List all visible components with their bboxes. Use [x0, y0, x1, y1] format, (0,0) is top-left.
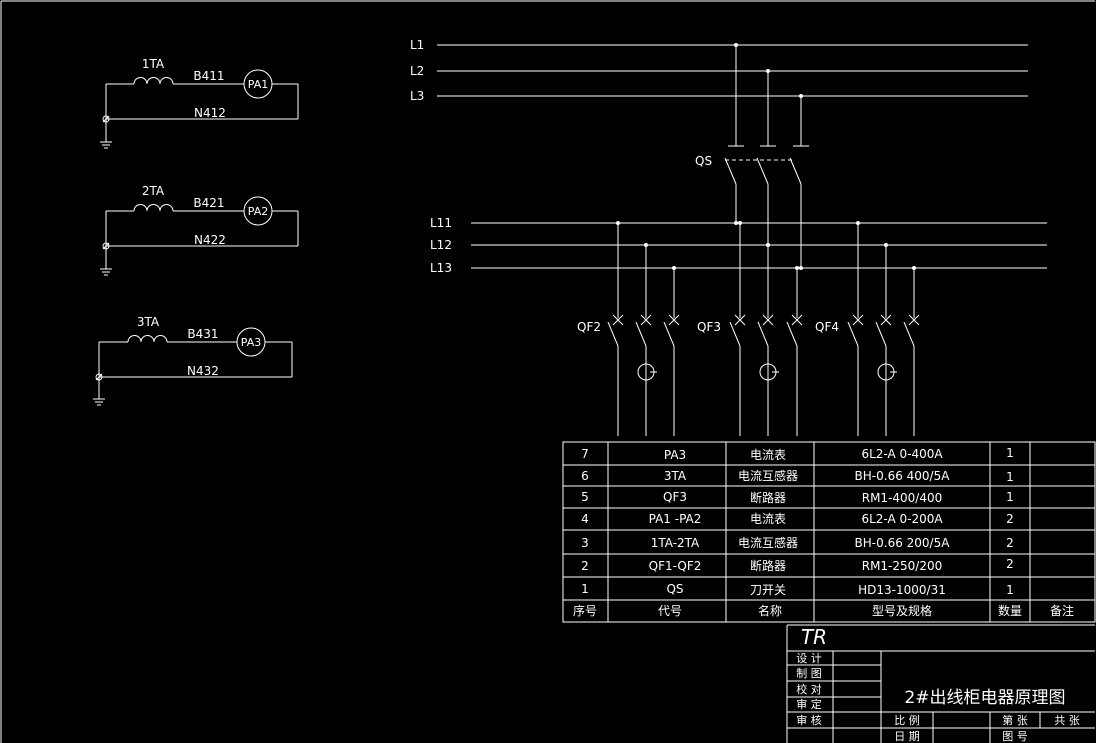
bom-cell: 电流互感器: [738, 535, 798, 550]
bom-cell: HD13-1000/31: [858, 583, 946, 597]
breaker-label-qf3: QF3: [697, 320, 721, 334]
role-label: 审 核: [796, 713, 822, 727]
bom-cell: QS: [666, 582, 683, 596]
sheet-no-label: 第 张: [1002, 713, 1028, 727]
scale-label: 比 例: [894, 713, 920, 727]
bom-header: 备注: [1050, 603, 1074, 618]
ct-circuit-1: 1TA B411 PA1 N412: [100, 57, 299, 149]
bom-cell: RM1-250/200: [862, 559, 943, 573]
ammeter-label-pa3: PA3: [241, 336, 261, 349]
bom-cell: BH-0.66 400/5A: [855, 469, 951, 483]
wire-label-b411: B411: [193, 69, 224, 83]
drawing-no-label: 图 号: [1002, 730, 1028, 743]
knife-switch-qs: QS: [695, 45, 809, 268]
drawing-title: 2#出线柜电器原理图: [904, 688, 1065, 708]
breaker-label-qf2: QF2: [577, 320, 601, 334]
bom-cell: 5: [581, 490, 589, 504]
ct-label-1ta: 1TA: [142, 57, 165, 71]
bom-cell: 4: [581, 512, 589, 526]
bom-cell: 3TA: [664, 469, 687, 483]
role-label: 制 图: [796, 667, 822, 680]
wire-label-n432: N432: [187, 364, 219, 378]
bom-cell: 1: [1006, 583, 1014, 597]
bom-cell: 断路器: [750, 490, 786, 505]
bom-header: 数量: [998, 603, 1022, 618]
ct-circuit-2: 2TA B421 PA2 N422: [100, 184, 299, 276]
breaker-qf3: QF3: [697, 223, 803, 436]
breaker-qf4: QF4: [815, 223, 920, 436]
bom-cell: 刀开关: [750, 583, 786, 597]
switch-label-qs: QS: [695, 154, 712, 168]
bom-cell: 7: [581, 447, 589, 461]
bus-label-l11: L11: [430, 216, 452, 230]
role-label: 校 对: [796, 682, 822, 696]
bom-cell: 2: [1006, 512, 1014, 526]
sheet-total-label: 共 张: [1054, 714, 1080, 727]
sub-busbars: L11 L12 L13: [430, 216, 1047, 275]
logo-tr: TR: [801, 625, 827, 649]
bom-header: 名称: [758, 603, 782, 618]
bom-header: 型号及规格: [872, 603, 932, 618]
bom-cell: 1: [1006, 490, 1014, 504]
ammeter-label-pa1: PA1: [248, 78, 268, 91]
bom-cell: 2: [1006, 536, 1014, 550]
bom-cell: 2: [1006, 557, 1014, 571]
bus-label-l2: L2: [410, 64, 424, 78]
role-label: 审 定: [796, 697, 822, 711]
bom-header: 序号: [573, 603, 597, 618]
date-label: 日 期: [894, 730, 920, 743]
bom-cell: BH-0.66 200/5A: [855, 536, 951, 550]
bom-cell: 2: [581, 559, 589, 573]
wire-label-n412: N412: [194, 106, 226, 120]
bom-header: 代号: [658, 604, 682, 618]
breaker-label-qf4: QF4: [815, 320, 839, 334]
bom-cell: 1: [1006, 470, 1014, 484]
title-block: TR 2#出线柜电器原理图 设 计 制 图 校 对 审 定 审 核 比 例 日 …: [786, 624, 1095, 743]
bom-cell: PA1 -PA2: [649, 512, 702, 526]
bom-cell: QF3: [663, 490, 687, 504]
bom-cell: 6L2-A 0-200A: [861, 512, 943, 526]
bom-cell: 电流表: [750, 512, 786, 526]
bom-cell: RM1-400/400: [862, 491, 943, 505]
ct-circuit-3: 3TA B431 PA3 N432: [93, 315, 293, 406]
bom-cell: 3: [581, 536, 589, 550]
bom-table: 7 PA3 电流表 6L2-A 0-400A 1 6 3TA 电流互感器 BH-…: [562, 441, 1096, 623]
bom-cell: 断路器: [750, 558, 786, 573]
bom-cell: 1: [581, 582, 589, 596]
bus-label-l1: L1: [410, 38, 424, 52]
bom-cell: QF1-QF2: [649, 559, 702, 573]
breaker-qf2: QF2: [577, 223, 680, 436]
wire-label-b431: B431: [187, 327, 218, 341]
bom-cell: 1TA-2TA: [651, 536, 700, 550]
ammeter-label-pa2: PA2: [248, 205, 268, 218]
bom-cell: 6: [581, 469, 589, 483]
bom-cell: 6L2-A 0-400A: [861, 447, 943, 461]
bom-cell: 电流表: [750, 448, 786, 462]
wire-label-b421: B421: [193, 196, 224, 210]
ct-label-3ta: 3TA: [137, 315, 160, 329]
main-busbars: L1 L2 L3: [410, 38, 1028, 103]
bus-label-l12: L12: [430, 238, 452, 252]
bom-cell: 电流互感器: [738, 468, 798, 483]
bom-cell: 1: [1006, 446, 1014, 460]
bom-cell: PA3: [664, 448, 686, 462]
bus-label-l3: L3: [410, 89, 424, 103]
bus-label-l13: L13: [430, 261, 452, 275]
wire-label-n422: N422: [194, 233, 226, 247]
role-label: 设 计: [796, 652, 822, 665]
ct-label-2ta: 2TA: [142, 184, 165, 198]
